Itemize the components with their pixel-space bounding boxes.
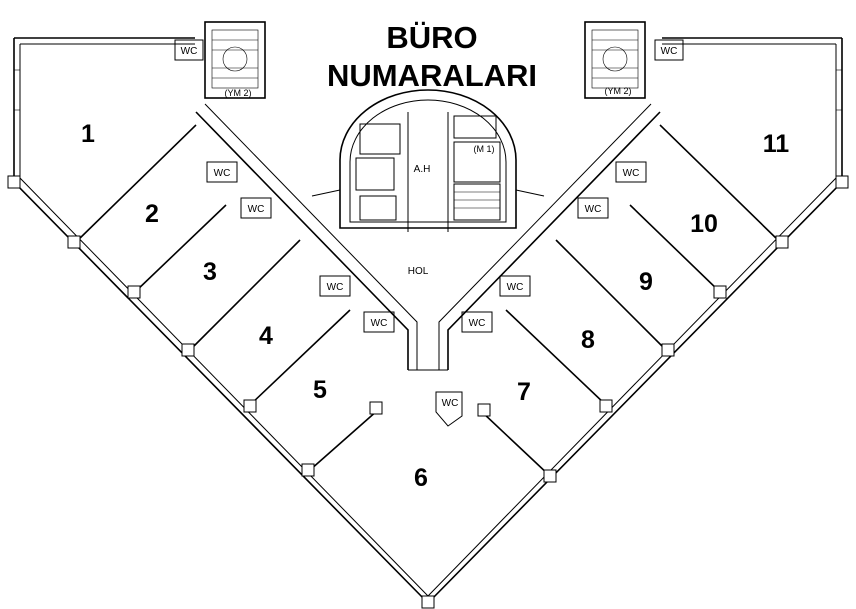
office-2-label: 2 bbox=[145, 200, 159, 228]
partitions-right bbox=[481, 124, 781, 477]
wc-label: WC bbox=[327, 282, 344, 293]
wc-label: WC bbox=[371, 318, 388, 329]
office-8-label: 8 bbox=[581, 326, 595, 354]
stair-left-label: (YM 2) bbox=[225, 88, 252, 98]
inner-walls bbox=[195, 103, 661, 371]
hall-label: HOL bbox=[408, 266, 429, 277]
wc-label: WC bbox=[623, 168, 640, 179]
wc-units bbox=[174, 39, 684, 427]
wc-label: WC bbox=[214, 168, 231, 179]
office-5-label: 5 bbox=[313, 376, 327, 404]
shaft-label: A.H bbox=[414, 164, 431, 175]
wc-label: WC bbox=[661, 46, 678, 57]
title-line-1: BÜRO bbox=[386, 20, 477, 55]
office-11-label: 11 bbox=[763, 130, 790, 158]
wc-label: WC bbox=[181, 46, 198, 57]
office-3-label: 3 bbox=[203, 258, 217, 286]
office-6-label: 6 bbox=[414, 464, 428, 492]
title-line-2: NUMARALARI bbox=[327, 58, 537, 93]
office-10-label: 10 bbox=[690, 210, 718, 238]
elevator-label: (M 1) bbox=[474, 144, 495, 154]
wc-label: WC bbox=[507, 282, 524, 293]
office-9-label: 9 bbox=[639, 268, 653, 296]
partitions-left bbox=[75, 124, 379, 471]
office-1-label: 1 bbox=[81, 120, 95, 148]
outer-walls bbox=[13, 37, 843, 605]
stair-left bbox=[204, 21, 266, 99]
wc-label: WC bbox=[248, 204, 265, 215]
columns bbox=[7, 175, 849, 609]
office-4-label: 4 bbox=[259, 322, 273, 350]
office-7-label: 7 bbox=[517, 378, 531, 406]
central-core bbox=[339, 89, 517, 232]
stair-right bbox=[584, 21, 646, 99]
wc-label: WC bbox=[585, 204, 602, 215]
stair-right-label: (YM 2) bbox=[605, 86, 632, 96]
wc-label: WC bbox=[442, 398, 459, 409]
wc-label: WC bbox=[469, 318, 486, 329]
